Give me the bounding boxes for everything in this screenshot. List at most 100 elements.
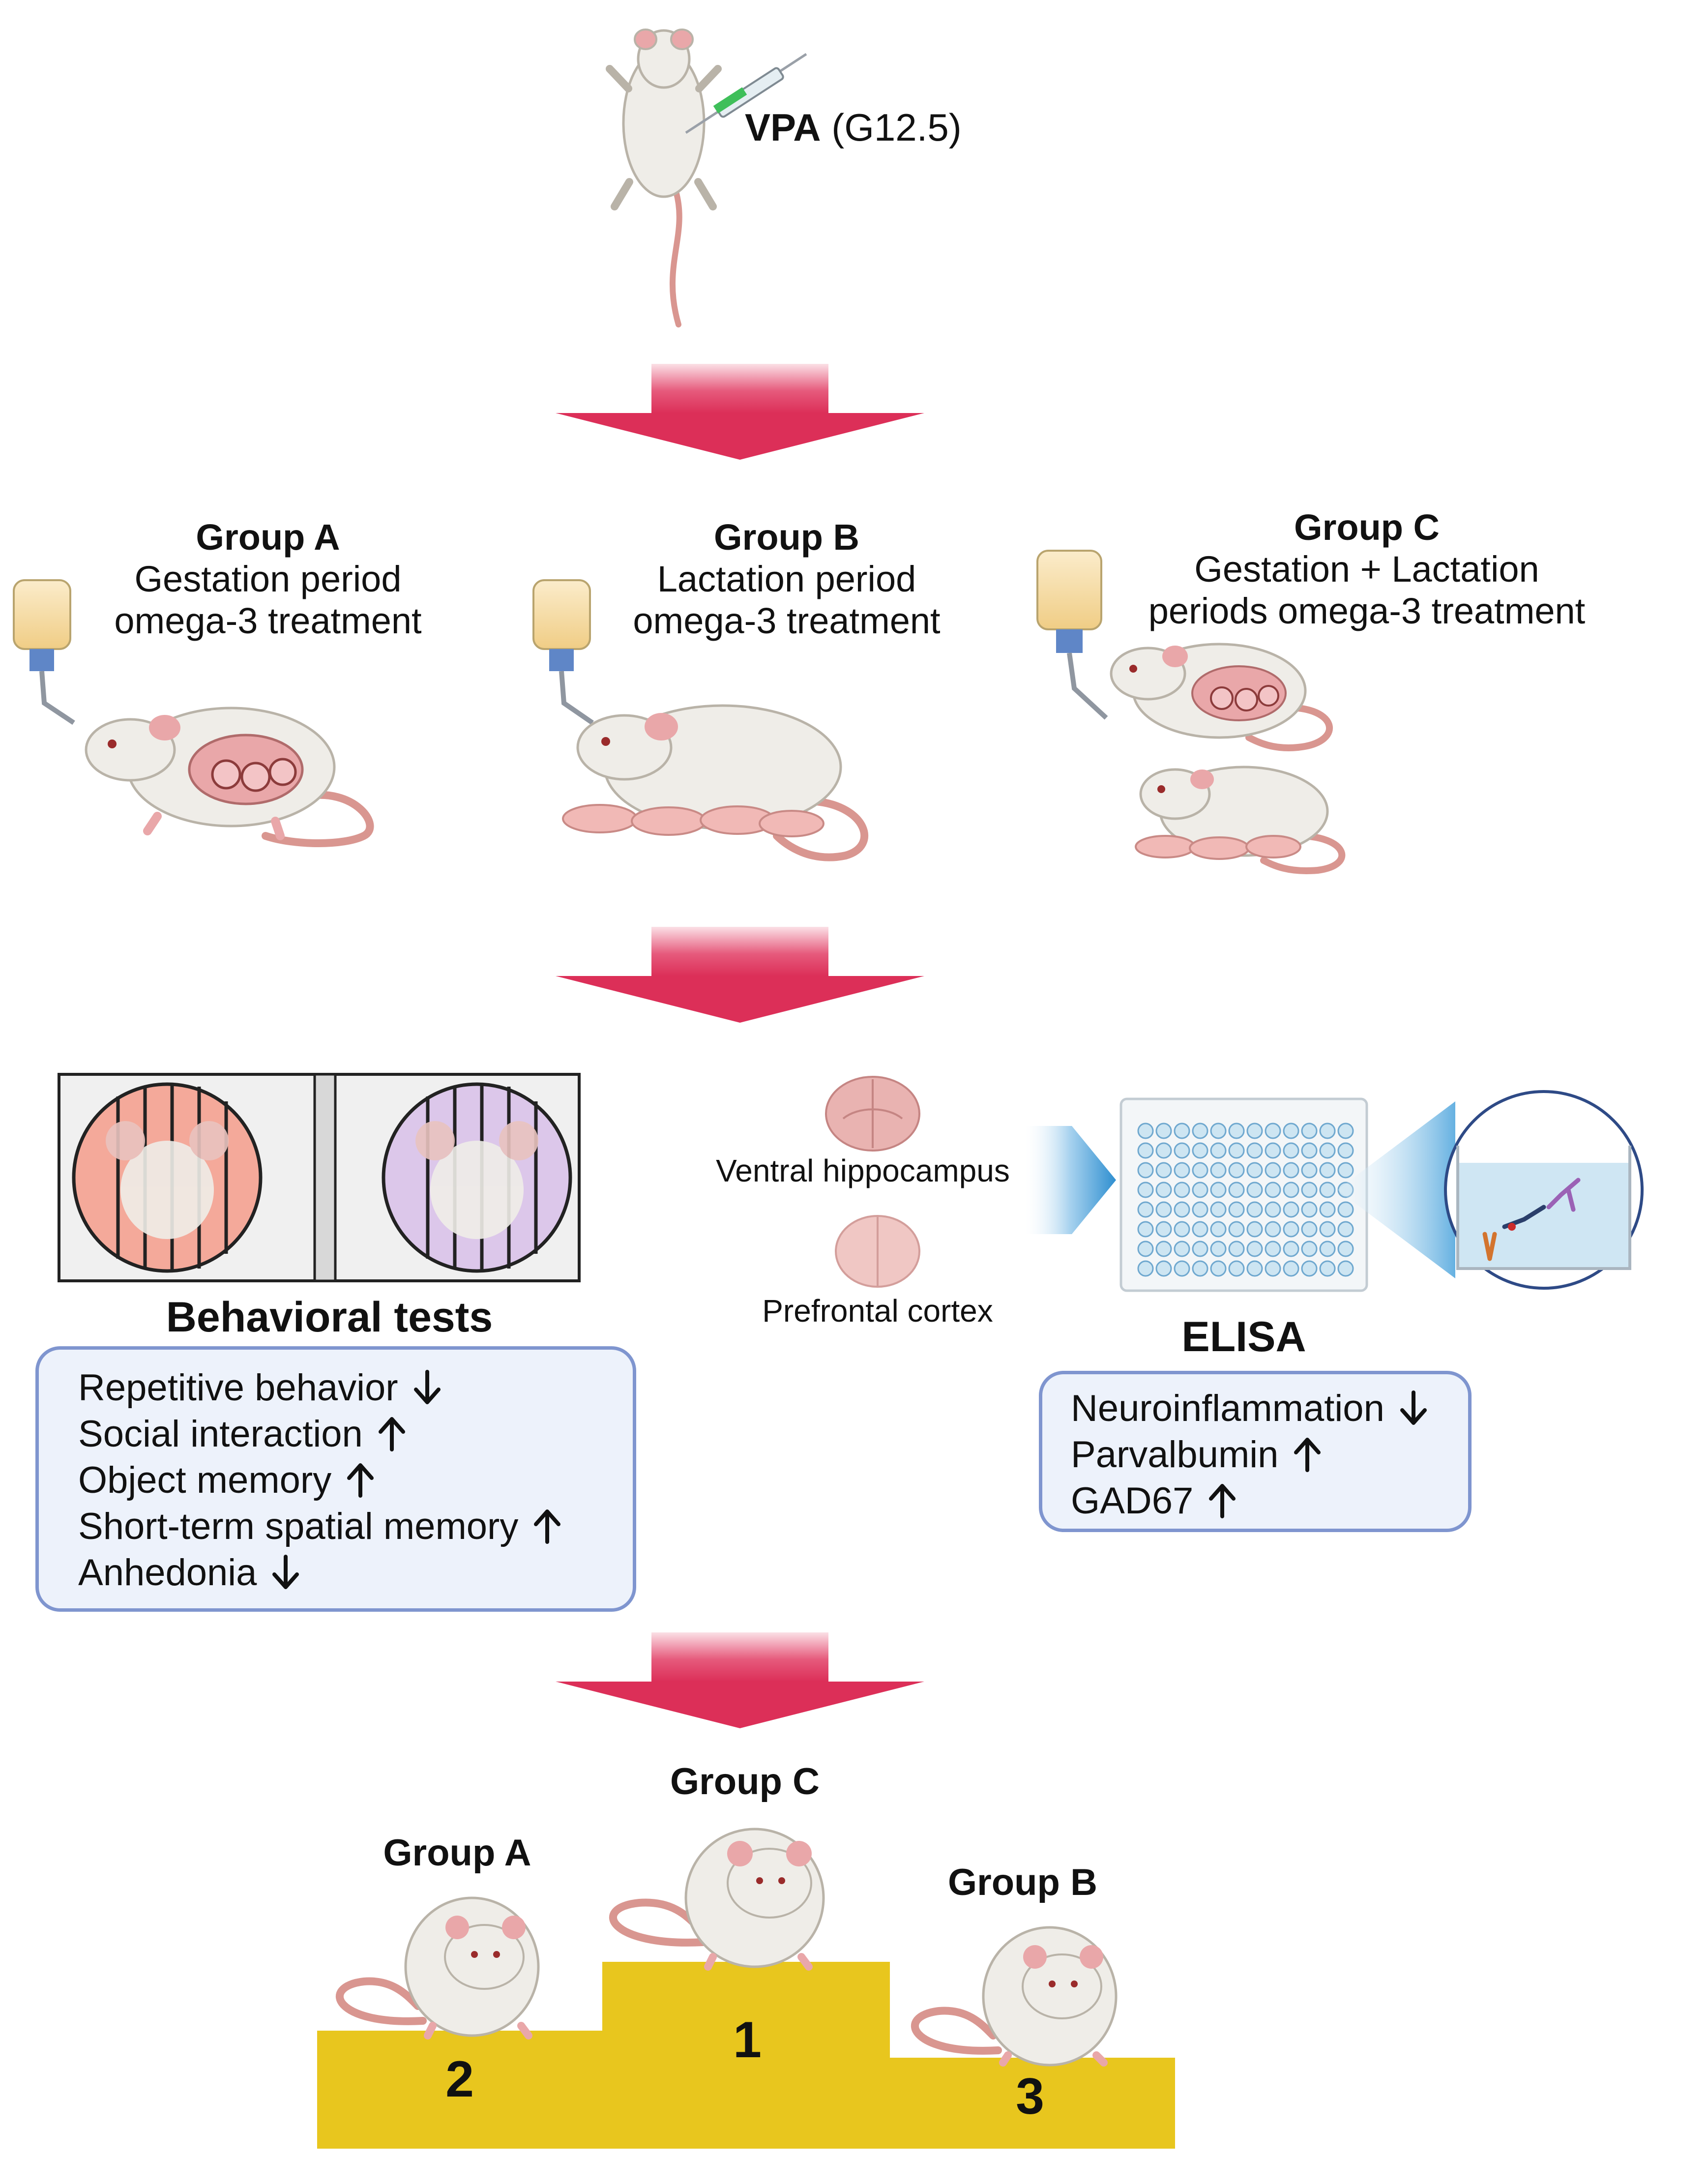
elisa-well: [1283, 1201, 1299, 1218]
podium-rank-2: 2: [445, 2051, 474, 2108]
elisa-well: [1155, 1241, 1172, 1257]
elisa-well: [1246, 1182, 1263, 1198]
elisa-well: [1137, 1241, 1154, 1257]
elisa-well: [1246, 1241, 1263, 1257]
behavioral-result-item: Object memory: [78, 1457, 633, 1503]
up-arrow-icon: [343, 1460, 378, 1500]
caged-mouse-right-icon: [415, 1121, 538, 1239]
winner-rat-c-icon: [609, 1828, 825, 1971]
elisa-well: [1174, 1241, 1190, 1257]
flow-arrow-2-icon: [556, 927, 924, 1023]
elisa-well: [1301, 1182, 1318, 1198]
elisa-well: [1265, 1201, 1281, 1218]
behavioral-title: Behavioral tests: [166, 1294, 493, 1341]
caged-mouse-left-icon: [106, 1121, 229, 1239]
down-arrow-icon: [268, 1553, 303, 1592]
group-a-title: Group A: [196, 517, 340, 558]
elisa-well: [1337, 1221, 1354, 1238]
elisa-well: [1265, 1241, 1281, 1257]
elisa-well: [1283, 1123, 1299, 1139]
elisa-well: [1155, 1142, 1172, 1159]
elisa-well: [1210, 1221, 1227, 1238]
elisa-well: [1210, 1123, 1227, 1139]
elisa-well: [1155, 1123, 1172, 1139]
elisa-well: [1319, 1182, 1336, 1198]
group-c-line2: periods omega-3 treatment: [1148, 591, 1586, 632]
omega3-bottle-a-icon: [13, 579, 75, 725]
elisa-well: [1174, 1162, 1190, 1179]
podium-first-label: Group C: [670, 1761, 820, 1803]
elisa-well: [1301, 1162, 1318, 1179]
elisa-well: [1319, 1221, 1336, 1238]
elisa-well: [1137, 1162, 1154, 1179]
group-b-title: Group B: [714, 517, 859, 558]
elisa-result-label: Parvalbumin: [1071, 1433, 1279, 1476]
elisa-well: [1265, 1123, 1281, 1139]
group-a-line1: Gestation period: [134, 559, 402, 600]
third-rat-b-icon: [911, 1926, 1118, 2067]
elisa-well: [1301, 1241, 1318, 1257]
elisa-well: [1137, 1123, 1154, 1139]
pregnant-rat-a-icon: [85, 707, 374, 847]
behavioral-result-item: Anhedonia: [78, 1549, 633, 1596]
brain-section-prefrontal-icon: [835, 1215, 920, 1288]
nursing-rat-b-icon: [562, 704, 869, 861]
elisa-well: [1228, 1162, 1245, 1179]
elisa-well: [1210, 1201, 1227, 1218]
elisa-well: [1319, 1201, 1336, 1218]
behavioral-result-item: Short-term spatial memory: [78, 1503, 633, 1549]
elisa-result-item: GAD67: [1071, 1478, 1468, 1524]
pregnant-rat-c-icon: [1110, 643, 1333, 751]
behavioral-result-item: Repetitive behavior: [78, 1364, 633, 1411]
up-arrow-icon: [530, 1507, 564, 1546]
group-c-title: Group C: [1294, 507, 1440, 548]
vpa-timing: (G12.5): [831, 106, 962, 149]
injected-mouse-icon: [606, 29, 722, 327]
elisa-well: [1283, 1142, 1299, 1159]
podium-second-label: Group A: [383, 1832, 531, 1874]
elisa-well: [1174, 1201, 1190, 1218]
well-magnifier-icon: [1337, 1090, 1644, 1290]
group-a-heading: Group A Gestation period omega-3 treatme…: [71, 516, 465, 642]
down-arrow-icon: [1396, 1389, 1431, 1428]
elisa-well: [1265, 1142, 1281, 1159]
up-arrow-icon: [1205, 1481, 1239, 1520]
elisa-well: [1319, 1241, 1336, 1257]
elisa-well: [1301, 1260, 1318, 1277]
elisa-well: [1337, 1142, 1354, 1159]
elisa-well: [1155, 1201, 1172, 1218]
elisa-well: [1265, 1162, 1281, 1179]
elisa-well: [1210, 1162, 1227, 1179]
elisa-well: [1192, 1182, 1208, 1198]
elisa-well: [1174, 1221, 1190, 1238]
up-arrow-icon: [1290, 1435, 1325, 1474]
elisa-well: [1155, 1162, 1172, 1179]
elisa-well: [1137, 1182, 1154, 1198]
flow-arrow-1-icon: [556, 364, 924, 460]
elisa-well: [1228, 1241, 1245, 1257]
nursing-rat-c-icon: [1135, 766, 1346, 874]
behavioral-result-label: Social interaction: [78, 1413, 363, 1455]
elisa-well: [1319, 1142, 1336, 1159]
transfer-arrow-icon: [1023, 1126, 1116, 1234]
elisa-well: [1192, 1162, 1208, 1179]
group-a-line2: omega-3 treatment: [114, 600, 422, 642]
behavioral-result-label: Anhedonia: [78, 1551, 257, 1594]
elisa-well: [1246, 1201, 1263, 1218]
vpa-agent: VPA: [745, 106, 821, 149]
elisa-result-item: Parvalbumin: [1071, 1431, 1468, 1478]
behavioral-result-label: Repetitive behavior: [78, 1366, 398, 1409]
pups-b-icon: [562, 804, 825, 837]
elisa-well: [1337, 1123, 1354, 1139]
group-b-heading: Group B Lactation period omega-3 treatme…: [590, 516, 983, 642]
elisa-well: [1228, 1201, 1245, 1218]
elisa-well: [1337, 1201, 1354, 1218]
group-b-line1: Lactation period: [657, 559, 916, 600]
vpa-label: VPA (G12.5): [745, 106, 962, 150]
elisa-well: [1137, 1221, 1154, 1238]
